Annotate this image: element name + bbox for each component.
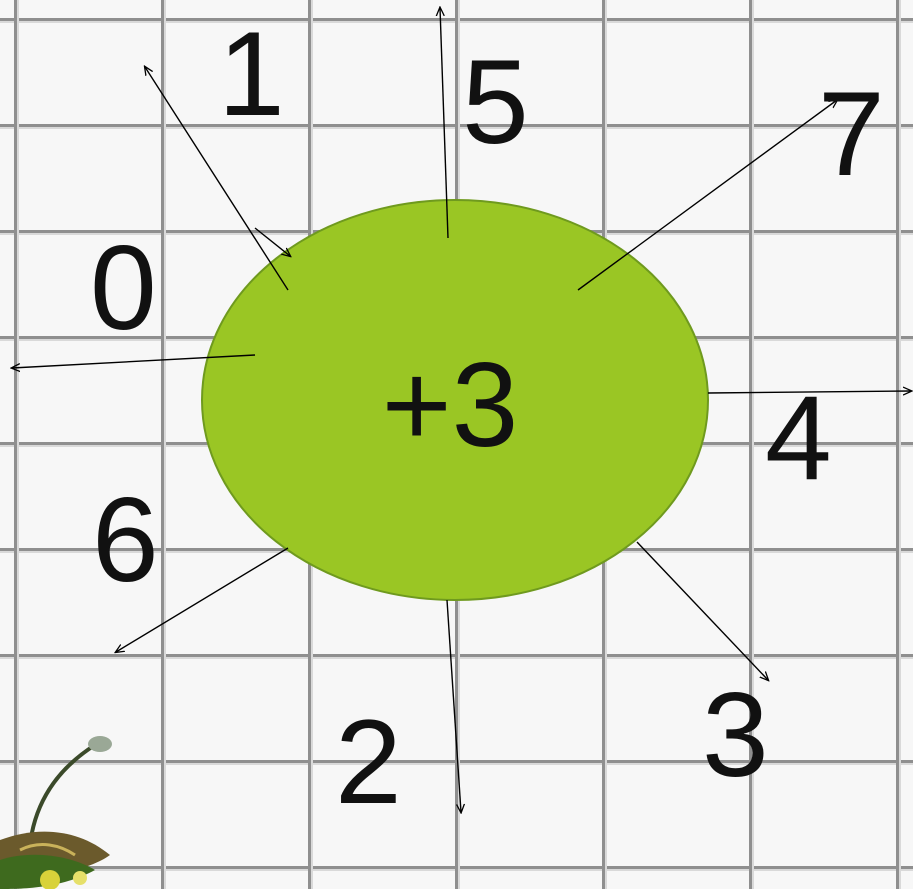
number-1: 1 (218, 14, 285, 134)
number-2: 2 (335, 702, 402, 822)
number-6: 6 (92, 480, 159, 600)
number-3: 3 (702, 675, 769, 795)
number-0: 0 (90, 228, 157, 348)
arrow-to-7 (578, 100, 837, 290)
arrow-to-2 (447, 600, 461, 812)
stray-arrow (255, 228, 290, 256)
number-4: 4 (765, 378, 832, 498)
number-7: 7 (818, 74, 885, 194)
center-label: +3 (340, 345, 560, 465)
arrow-to-3 (637, 542, 768, 680)
number-5: 5 (462, 42, 529, 162)
